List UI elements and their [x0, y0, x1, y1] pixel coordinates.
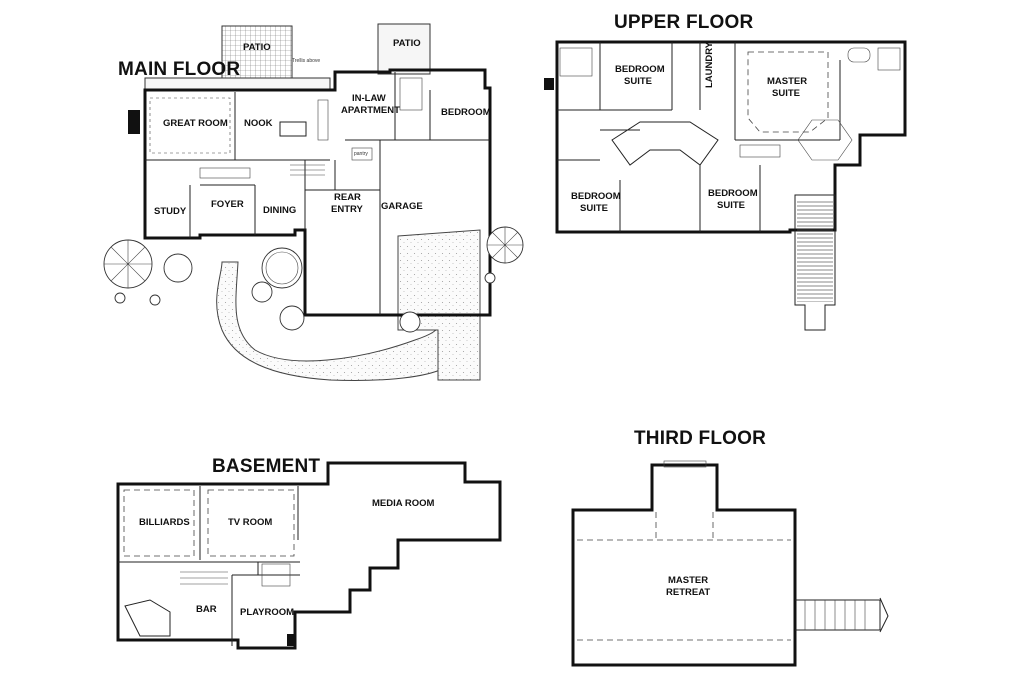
label-billiards: BILLIARDS [139, 517, 190, 528]
basement-interior-walls [118, 486, 300, 646]
main-floor-title: MAIN FLOOR [118, 59, 240, 80]
label-bedroom: BEDROOM [441, 107, 491, 118]
shrub [399, 311, 421, 333]
third-floor-outline [571, 463, 797, 667]
basement-stair [180, 571, 228, 585]
main-floor-outline [143, 68, 492, 317]
label-pantry-note: pantry [354, 151, 368, 157]
patio-left-trellis [221, 25, 293, 79]
counter [317, 99, 329, 141]
shrub [149, 294, 161, 306]
basement-bath [261, 563, 291, 587]
label-trellis-note: Trellis above [292, 58, 320, 64]
dormer-window [663, 460, 707, 468]
bath-fixture [559, 47, 593, 77]
upper-interior-walls [557, 42, 841, 232]
label-laundry: LAUNDRY [704, 41, 715, 88]
upper-gallery [611, 121, 719, 166]
label-bar: BAR [196, 604, 217, 615]
stair-landing [199, 167, 251, 179]
basement-outline [116, 461, 502, 650]
basement-column [287, 634, 295, 646]
basement-plan: BASEMENT BILLIARDS TV ROOM MEDIA ROOM BA… [116, 456, 502, 650]
label-playroom: PLAYROOM [240, 607, 294, 618]
stair-treads [290, 164, 325, 176]
label-garage: GARAGE [381, 201, 423, 212]
shrub [163, 253, 193, 283]
label-dining: DINING [263, 205, 296, 216]
master-closet [797, 119, 853, 161]
upper-exterior-stair [794, 194, 836, 331]
stair-arrow [879, 597, 889, 633]
label-nook: NOOK [244, 118, 273, 129]
label-patio-right: PATIO [393, 38, 421, 49]
label-patio-left: PATIO [243, 42, 271, 53]
stair-treads [804, 600, 866, 630]
master-tray-ceiling [747, 51, 829, 133]
shrub [484, 272, 496, 284]
pantry-box [351, 147, 373, 161]
driveway [397, 229, 481, 381]
third-floor-stair [795, 599, 881, 631]
tv-room-rug [207, 489, 295, 557]
upper-stair [739, 144, 781, 158]
label-great-room: GREAT ROOM [163, 118, 228, 129]
upper-floor-title: UPPER FLOOR [614, 12, 754, 33]
third-floor-title: THIRD FLOOR [634, 428, 766, 449]
great-room-rug [149, 97, 231, 154]
patio-right-slab [377, 23, 431, 75]
kitchen-island [279, 121, 307, 137]
upper-floor-outline [555, 40, 907, 234]
main-interior-walls [145, 72, 490, 315]
stair-hatch [797, 200, 833, 302]
shrub [114, 292, 126, 304]
label-tv-room: TV ROOM [228, 517, 272, 528]
shrub [279, 305, 305, 331]
bath-fixtures [399, 77, 423, 111]
bar-counter [124, 599, 171, 637]
label-study: STUDY [154, 206, 187, 217]
master-shower [877, 47, 901, 71]
label-media-room: MEDIA ROOM [372, 498, 435, 509]
main-floor-plan: MAIN FLOOR PATIO Trellis above PATIO IN-… [103, 23, 524, 382]
shrub [251, 281, 273, 303]
basement-title: BASEMENT [212, 456, 320, 477]
upper-chimney [544, 78, 554, 90]
label-foyer: FOYER [211, 199, 244, 210]
master-tub [847, 47, 871, 63]
gazebo [261, 247, 303, 289]
billiards-rug [123, 489, 195, 557]
fireplace [128, 110, 140, 134]
